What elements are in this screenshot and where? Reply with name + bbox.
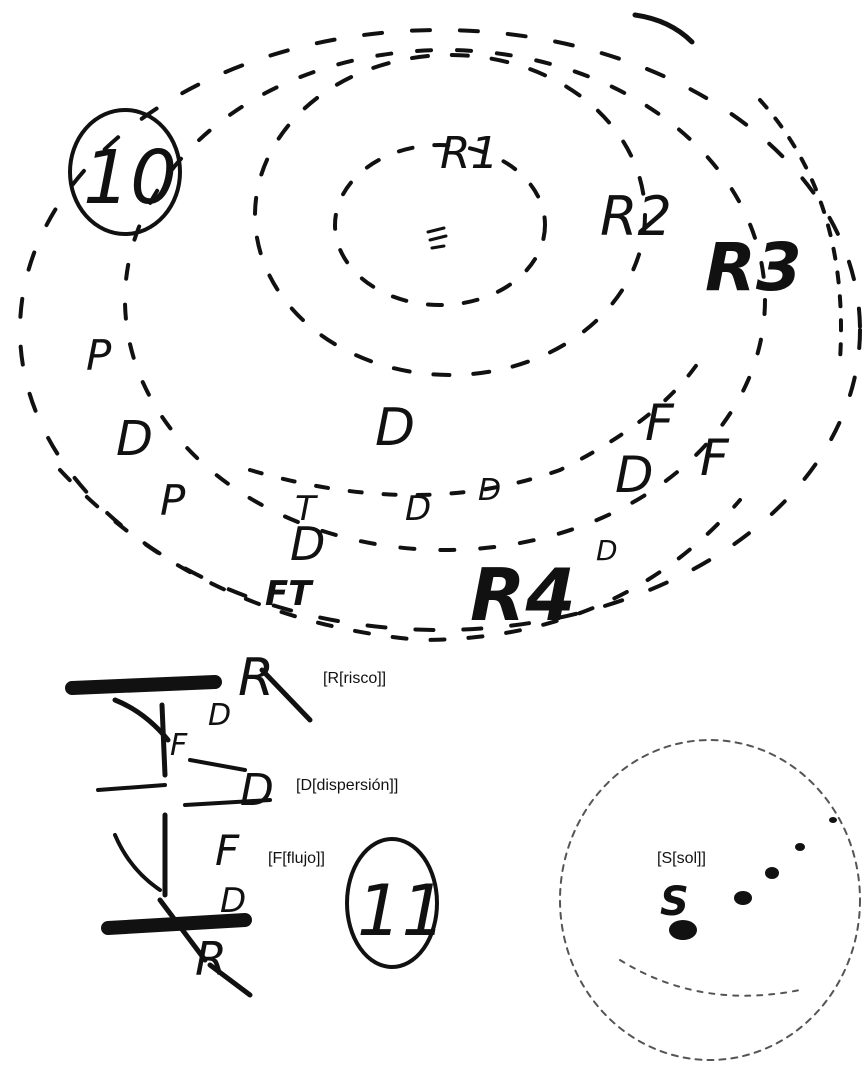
vertical-top <box>162 705 165 775</box>
dashed-rings <box>20 15 860 640</box>
label-r3: R3 <box>705 229 802 306</box>
letter-d: D <box>596 534 618 567</box>
letter-d: D <box>478 473 501 508</box>
figure-10-number: 10 <box>83 135 177 221</box>
figure-11: R D F D F D R [R[risco]] [D[dispersión]]… <box>72 648 860 1060</box>
section-d-mid: D <box>240 765 274 816</box>
cross-section <box>72 670 310 995</box>
ring-r3 <box>125 50 765 550</box>
centre-hatch <box>428 228 446 248</box>
section-r-top: R <box>238 648 274 708</box>
sun-spot-5 <box>829 817 837 823</box>
letter-t-marker: T <box>295 489 318 529</box>
letter-d: D <box>405 489 431 529</box>
mid-line-1 <box>190 760 245 770</box>
ring-r2 <box>255 55 645 375</box>
section-r-bottom: R <box>195 932 227 986</box>
letter-d: D <box>375 398 415 458</box>
figure-10: 10 R1 R2 R3 R4 P D P D D <box>20 15 860 640</box>
sun-spot-4 <box>795 843 805 851</box>
legend-sol: [S[sol]] <box>657 850 706 867</box>
sun-spot-2 <box>734 891 752 905</box>
ring-outer <box>20 30 860 630</box>
letter-f: F <box>700 429 730 487</box>
section-d-bottom: D <box>220 881 246 921</box>
section-f-top: F <box>170 728 188 763</box>
section-d-top: D <box>208 698 231 733</box>
legend-flujo: [F[flujo]] <box>268 850 325 867</box>
legend-dispersion: [D[dispersión]] <box>296 777 398 794</box>
letter-p: P <box>160 476 186 525</box>
label-r4: R4 <box>470 553 576 637</box>
top-bar <box>72 682 215 688</box>
zone-letters: P D P D D D D D D F F FT T <box>86 331 730 614</box>
letter-ft: FT <box>265 574 314 614</box>
mid-line-2 <box>98 785 165 790</box>
letter-p: P <box>86 331 112 380</box>
top-right-stroke <box>635 15 692 42</box>
sun-letter-s: S <box>660 879 689 925</box>
section-f-mid: F <box>215 826 240 875</box>
sun-diagram: S <box>560 740 860 1060</box>
letter-d: D <box>116 411 153 467</box>
figure-11-number: 11 <box>357 870 446 952</box>
sun-spot-3 <box>765 867 779 879</box>
slope-bottom-left <box>115 835 160 890</box>
letter-f: F <box>645 394 675 452</box>
label-r1: R1 <box>440 128 499 179</box>
sun-orbit-outer <box>560 740 860 1060</box>
legend-risco: [R[risco]] <box>323 670 386 687</box>
legend: [R[risco]] [D[dispersión]] [F[flujo]] [S… <box>268 670 706 867</box>
sun-orbit-inner <box>620 960 800 996</box>
label-r2: R2 <box>600 185 672 248</box>
letter-d: D <box>615 446 654 504</box>
